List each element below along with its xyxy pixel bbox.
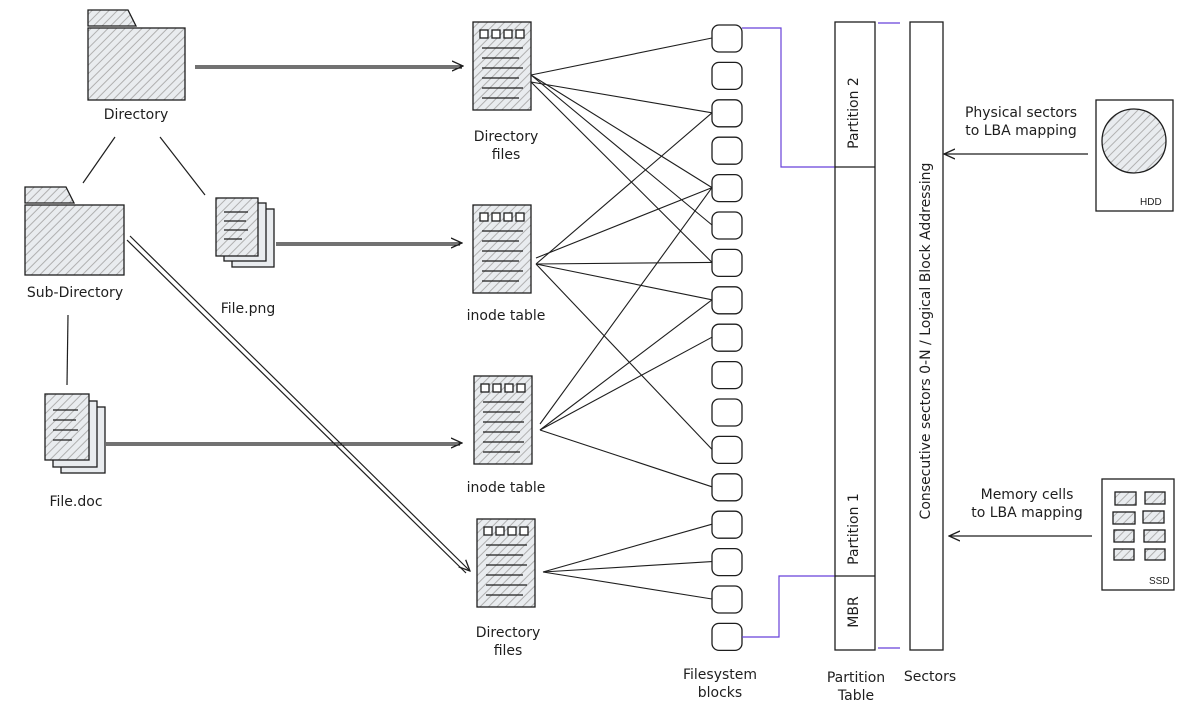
directory-folder-icon [87,9,186,101]
filesystem-block [711,473,743,502]
filesystem-block [711,622,743,652]
arrow-sub-directory-to-directory-files [129,235,470,571]
hdd-mapping-line-1: Physical sectors [964,105,1078,121]
filesystem-block [711,24,743,53]
filesystem-block [711,248,743,278]
directory-files-top-icon [472,21,532,111]
filesystem-block [711,173,743,203]
directory-label: Directory [103,107,169,123]
inode-table-2-label: inode table [466,480,546,496]
ssd-mapping-line-1: Memory cells [980,487,1074,503]
file-png-label: File.png [220,301,276,317]
directory-files-top-line-2: files [491,147,521,163]
filesystem-block [711,510,743,539]
filesystem-block [711,99,743,128]
lba-label: Consecutive sectors 0-N / Logical Block … [918,162,934,520]
partition-2-label: Partition 2 [846,77,862,149]
inode-table-1-icon [472,204,532,294]
directory-files-bottom-line-1: Directory [475,625,541,641]
filesystem-block [711,435,743,465]
sectors-column [909,21,944,651]
filesystem-block [711,585,743,614]
inode-table-2-icon [473,375,533,465]
hdd-mapping-label: Physical sectors to LBA mapping [946,104,1096,140]
filesystem-blocks-label: Filesystem blocks [670,666,770,702]
filesystem-block [711,136,743,165]
directory-files-top-line-1: Directory [473,129,539,145]
directory-files-top-label: Directory files [456,128,556,164]
hdd-icon [1095,99,1174,212]
directory-files-bottom-line-2: files [493,643,523,659]
arrows [106,66,1092,574]
partition-table-line-2: Table [837,688,875,704]
filesystem-block [711,360,743,390]
directory-files-bottom-icon [476,518,536,608]
file-doc-icon [44,393,106,474]
filesystem-block [711,547,743,577]
file-png-icon [215,197,275,268]
partition-1-label: Partition 1 [846,493,862,565]
partition-table-line-1: Partition [826,670,886,686]
hdd-mapping-line-2: to LBA mapping [965,123,1077,139]
filesystem-block [711,286,743,315]
sectors-label: Sectors [903,669,957,685]
tree-connectors [66,136,206,386]
partition-table-label: Partition Table [806,669,906,705]
filesystem-block [711,211,743,240]
filesystem-block [711,61,743,91]
filesystem-block [711,398,743,427]
partition-table-column [834,21,876,651]
partition-connectors [742,22,900,649]
directory-files-bottom-label: Directory files [458,624,558,660]
mbr-label: MBR [846,596,862,628]
filesystem-blocks-line-1: Filesystem [682,667,758,683]
ssd-icon [1101,478,1175,591]
filesystem-blocks-line-2: blocks [697,685,743,701]
block-links [530,37,713,600]
file-doc-label: File.doc [49,494,103,510]
inode-table-1-label: inode table [466,308,546,324]
sub-directory-label: Sub-Directory [26,285,124,301]
sub-directory-folder-icon [24,186,125,276]
ssd-label: SSD [1149,576,1170,587]
hdd-label: HDD [1140,197,1162,208]
filesystem-block [711,323,743,352]
ssd-mapping-line-2: to LBA mapping [971,505,1083,521]
ssd-mapping-label: Memory cells to LBA mapping [962,486,1092,522]
